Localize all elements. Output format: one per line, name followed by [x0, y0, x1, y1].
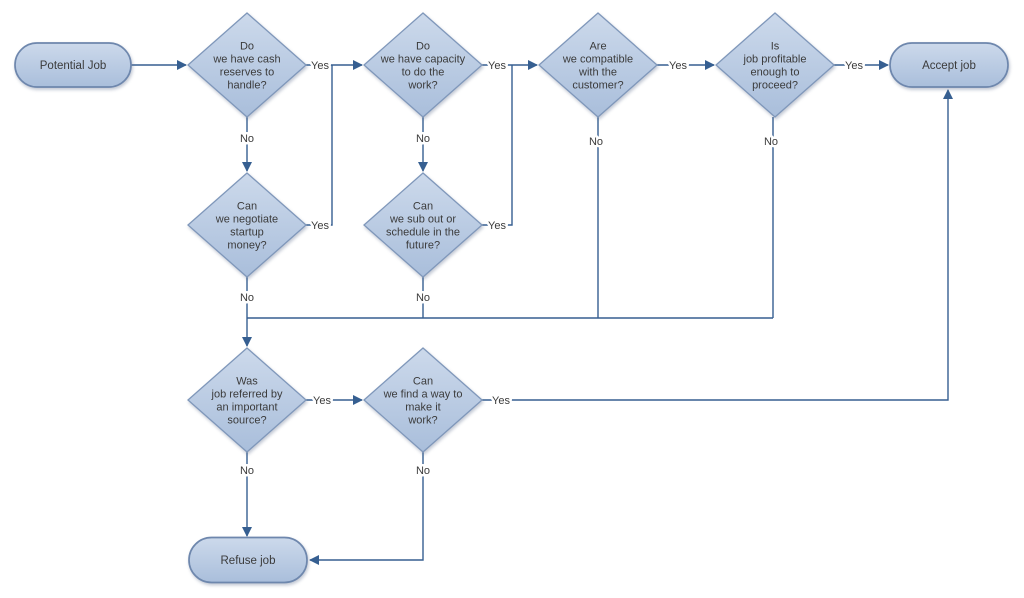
node-end-refuse-job: Refuse job [188, 536, 308, 584]
decision-compatibility-diamond-shape [538, 12, 658, 118]
edge-profitability-no-label: No [764, 136, 778, 148]
end-refuse-job-pill-shape [188, 536, 308, 584]
edge-cash-no-label: No [240, 133, 254, 145]
edge-subout-no-label: No [416, 292, 430, 304]
edge-negotiate-yes-label: Yes [311, 220, 329, 232]
edge-subout-yes-label: Yes [488, 220, 506, 232]
edge-capacity-yes-label: Yes [488, 60, 506, 72]
edge-negotiate-no-label: No [240, 292, 254, 304]
decision-sub-out-schedule-diamond-shape [363, 172, 483, 278]
end-accept-job-label: Accept job [922, 60, 976, 72]
decision-negotiate-startup-diamond-shape [187, 172, 307, 278]
decision-profitability-diamond-shape [715, 12, 835, 118]
decision-referred-source-diamond-shape [187, 347, 307, 453]
node-end-accept-job: Accept job [889, 42, 1009, 88]
decision-capacity-diamond-shape [363, 12, 483, 118]
end-refuse-job-label: Refuse job [221, 555, 276, 567]
edge-findaway-yes [482, 89, 953, 401]
decision-find-a-way-diamond-shape [363, 347, 483, 453]
edge-compatibility-yes-label: Yes [669, 60, 687, 72]
edge-findaway-no [309, 452, 424, 565]
edge-referred-no-label: No [240, 465, 254, 477]
edge-findaway-yes-label: Yes [492, 395, 510, 407]
edge-profitability-yes-label: Yes [845, 60, 863, 72]
edge-compatibility-no-label: No [589, 136, 603, 148]
node-start-potential-job: Potential Job [14, 42, 132, 88]
edge-cash-yes-label: Yes [311, 60, 329, 72]
edge-referred-yes-label: Yes [313, 395, 331, 407]
start-potential-job-pill-shape [14, 42, 132, 88]
edge-capacity-no-label: No [416, 133, 430, 145]
edge-negotiate-yes [306, 65, 333, 226]
end-accept-job-pill-shape [889, 42, 1009, 88]
decision-cash-reserves-diamond-shape [187, 12, 307, 118]
edge-subout-yes [482, 65, 513, 226]
edge-findaway-no-label: No [416, 465, 430, 477]
start-potential-job-label: Potential Job [40, 60, 107, 72]
